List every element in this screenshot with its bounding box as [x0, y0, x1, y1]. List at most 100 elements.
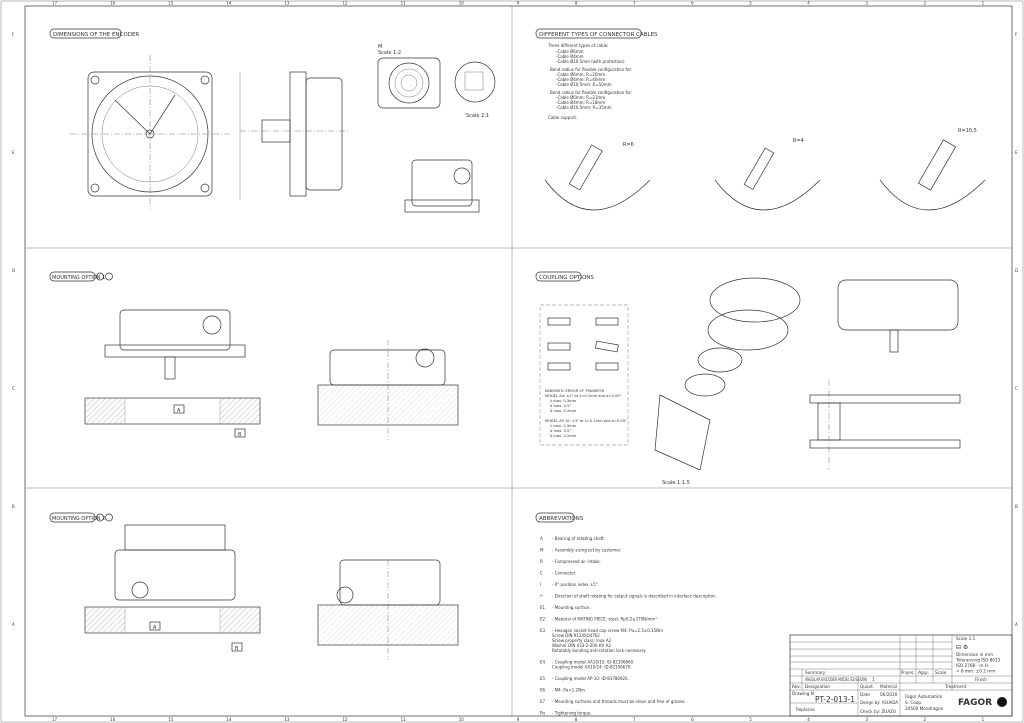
column-label: 13: [284, 1, 290, 6]
column-label: 1: [982, 1, 985, 6]
column-labels: 1717161615151414131312121111101099887766…: [52, 1, 985, 723]
svg-text:ANGULAR ENCODER MODEL S2/S3/D9: ANGULAR ENCODER MODEL S2/S3/D90: [805, 677, 867, 682]
cable-note: Cable support.: [548, 115, 577, 120]
svg-text:Rev.: Rev.: [792, 684, 801, 689]
section-title-abbreviations: ABBREVIATIONS: [535, 512, 584, 523]
row-label: C: [1015, 386, 1018, 391]
svg-text:R=4: R=4: [793, 138, 804, 144]
column-label: 13: [284, 717, 290, 722]
ref-b: B: [238, 432, 242, 438]
encoder-side-view: [239, 71, 350, 200]
kinematic-note: MODEL AA: ±2" at λ=0.1mm and α=0.09°: [545, 394, 622, 398]
svg-text:Material: Material: [880, 684, 897, 689]
section-title-cables: DIFFERENT TYPES OF CONNECTOR CABLES: [535, 28, 658, 39]
abbreviation-key: E6: [540, 688, 546, 693]
svg-text:Scale: Scale: [935, 670, 947, 675]
abbreviation-text: Washer DIN 433-2-200 HV A2: [552, 643, 611, 648]
svg-text:Finish: Finish: [975, 677, 987, 682]
column-label: 17: [52, 717, 58, 722]
svg-text:App.: App.: [918, 670, 929, 675]
column-label: 5: [749, 1, 752, 6]
kinematic-note: δ max. 0.2mm: [550, 409, 577, 413]
abbreviation-key: ↶: [539, 594, 543, 599]
cable-note: Three different types of cable:: [547, 43, 609, 48]
abbreviation-key: I: [540, 582, 541, 587]
svg-text:MOUNTING OPTION 1: MOUNTING OPTION 1: [52, 275, 105, 281]
mounting-2-front: [84, 524, 261, 652]
coupling-section-view: [809, 279, 961, 470]
cable-note: -Cable Ø6mm: [556, 49, 584, 54]
scale-label-2: Scale 2:1: [466, 113, 489, 119]
row-label: A: [12, 622, 15, 627]
kinematic-note: α max. 0.5°: [550, 429, 571, 433]
mounting-1-front: [84, 309, 261, 438]
fagor-logo: FAGOR: [958, 698, 992, 708]
svg-text:< 6 mm: ±0.2 mm: < 6 mm: ±0.2 mm: [956, 669, 995, 674]
abbreviation-text: - Bearing of rotating shaft.: [552, 536, 605, 541]
row-label: B: [1015, 504, 1018, 509]
column-label: 8: [575, 717, 578, 722]
abbreviation-text: - Connector.: [552, 571, 576, 576]
coupling-exploded-view: [654, 277, 801, 471]
svg-text:ISO 2768 - m H: ISO 2768 - m H: [956, 663, 988, 668]
abbreviation-text: - Direction of shaft rotating for output…: [552, 594, 717, 599]
column-label: 14: [226, 1, 232, 6]
column-label: 17: [52, 1, 58, 6]
abbreviation-text: - M4: Pα=1.2Nm.: [552, 688, 586, 693]
svg-text:R=10.5: R=10.5: [958, 128, 977, 134]
kinematic-note: λ max. 0.3mm: [550, 424, 577, 428]
column-label: 10: [459, 1, 465, 6]
cable-note: Bend radius for flexible configuration f…: [550, 90, 632, 95]
column-label: 11: [401, 1, 407, 6]
abbreviation-text: - Mounting surfaces and threads must be …: [552, 699, 686, 704]
abbreviation-text: - Tightening torque.: [552, 711, 592, 716]
svg-text:1: 1: [872, 677, 875, 682]
cable-note: -Cable Ø4mm: R=18mm: [556, 100, 605, 105]
column-label: 1: [982, 717, 985, 722]
kinematic-note: δ max. 0.2mm: [550, 434, 577, 438]
mounting-2-side: [317, 559, 459, 660]
projection-symbol-icon: ⊟ ⚙: [956, 644, 968, 651]
column-label: 4: [807, 717, 810, 722]
view-label: M: [378, 44, 382, 50]
row-label: D: [1015, 268, 1018, 273]
connector-detail: [377, 57, 496, 109]
cable-note: -Cable Ø6mm: R=20mm: [556, 72, 605, 77]
cable-note: -Cable Ø10,5mm: R=50mm: [556, 82, 612, 87]
kinematic-note: MODEL AP-10: ±3" at λ=0.1mm and α=0.09°: [545, 419, 627, 423]
column-label: 3: [865, 717, 868, 722]
cable-figure-1: R=6: [544, 142, 651, 211]
section-title-mounting-1: MOUNTING OPTION 1: [49, 271, 113, 282]
svg-text:R=6: R=6: [623, 142, 634, 148]
drawing-number: PT-2-013-1: [815, 695, 855, 704]
cables-text: Three different types of cable:-Cable Ø6…: [547, 43, 632, 120]
svg-text:COUPLING OPTIONS: COUPLING OPTIONS: [539, 275, 594, 281]
svg-text:S. Coop.: S. Coop.: [905, 700, 922, 705]
abbreviation-key: E7: [540, 699, 546, 704]
scale-label-1: Scale 1:2: [378, 50, 401, 56]
column-label: 15: [168, 717, 174, 722]
svg-text:DIMENSIONS OF THE ENCODER: DIMENSIONS OF THE ENCODER: [53, 32, 139, 38]
abbreviation-text: - Assembly sizing set by customer.: [552, 548, 621, 553]
abbreviation-key: E5: [540, 676, 546, 681]
row-label: F: [1015, 32, 1018, 37]
svg-text:DIFFERENT TYPES OF CONNECTOR C: DIFFERENT TYPES OF CONNECTOR CABLES: [539, 32, 658, 38]
abbreviation-key: E3: [540, 628, 546, 633]
section-title-dimensions: DIMENSIONS OF THE ENCODER: [49, 28, 139, 39]
abbreviation-text: - Hexagon socket head cap screw M4: Pα=2…: [552, 628, 663, 633]
column-label: 15: [168, 1, 174, 6]
svg-text:Design by: ASUADA: Design by: ASUADA: [860, 700, 898, 705]
cable-note: -Cable Ø6mm: R=21mm: [556, 95, 605, 100]
abbreviation-key: E1: [540, 605, 546, 610]
cable-note: -Cable Ø4mm: [556, 54, 584, 59]
cable-note: -Cable Ø10,5mm (with protection): [556, 59, 625, 64]
encoder-front-view: [70, 55, 230, 210]
sheet-border: [24, 5, 1013, 717]
kinematic-error-box: [539, 304, 629, 446]
cable-note: Bend radius for flexible configuration f…: [550, 67, 632, 72]
row-label: E: [12, 150, 15, 155]
abbreviation-text: - Coupling model AA10/15: ID-82106660.: [552, 660, 634, 665]
abbreviation-text: - Compressed air intake.: [552, 559, 601, 564]
